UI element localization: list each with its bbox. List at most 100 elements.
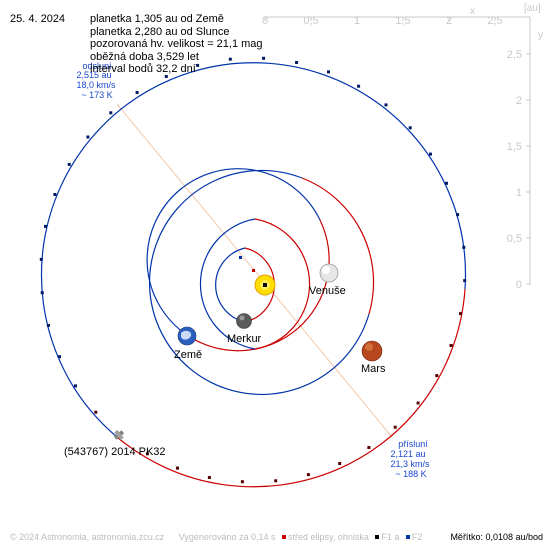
asteroid-orbit-point	[207, 476, 211, 479]
aphelion-speed: 18,0 km/s	[76, 80, 116, 90]
asteroid-orbit-point	[164, 75, 168, 78]
asteroid-label: (543767) 2014 PK32	[64, 446, 166, 458]
ellipse-center-marker	[252, 269, 255, 272]
legend-f1-square	[375, 535, 380, 540]
asteroid-orbit-point	[306, 473, 310, 477]
asteroid-orbit-point	[367, 446, 371, 449]
asteroid-orbit-point	[46, 323, 50, 327]
venus-orbit-red-arc	[254, 218, 311, 350]
venus-label: Venuše	[309, 285, 346, 297]
aphelion-label: odsluní 2,515 au 18,0 km/s ~ 173 K	[76, 61, 116, 100]
info-line-distance-sun: planetka 2,280 au od Slunce	[90, 26, 230, 38]
asteroid-orbit-point	[176, 466, 179, 470]
focus-f2-marker	[239, 256, 242, 259]
aphelion-title: odsluní	[82, 61, 112, 71]
asteroid-orbit-point	[262, 56, 266, 60]
y-axis-tick-label: 1,5	[507, 141, 522, 153]
y-axis-tick-label: 0,5	[507, 233, 522, 245]
asteroid-orbit-point	[240, 480, 244, 484]
perihelion-distance: 2,121 au	[390, 449, 425, 459]
legend-f1-label: F1 a	[381, 532, 400, 542]
asteroid-orbit-points	[39, 56, 467, 484]
perihelion-speed: 21,3 km/s	[390, 459, 430, 469]
asteroid-orbit-point	[384, 103, 388, 107]
asteroid-orbit-point	[459, 312, 462, 316]
y-axis-tick-label: 2	[516, 95, 522, 107]
asteroid-orbit-point	[416, 401, 420, 405]
asteroid-orbit-point	[109, 111, 113, 115]
asteroid-orbit-point	[39, 257, 43, 261]
mercury-planet	[236, 313, 252, 329]
asteroid-orbit-point	[463, 279, 467, 283]
venus-highlight	[322, 266, 330, 274]
x-axis-tick-label: 1,5	[395, 15, 410, 27]
mars-label: Mars	[361, 363, 386, 375]
asteroid-orbit-point	[408, 126, 412, 130]
mars-orbit-blue-arc	[148, 169, 370, 395]
asteroid-orbit-point	[456, 213, 460, 217]
legend-center-label: střed elipsy, ohniska	[287, 532, 369, 542]
x-axis-letter: x	[470, 6, 475, 17]
asteroid-orbit-point	[462, 245, 466, 249]
date-label: 25. 4. 2024	[10, 13, 66, 25]
info-line-interval: interval bodů 32,2 dní	[90, 63, 196, 75]
mars-planet	[361, 340, 383, 362]
asteroid-orbit-point	[58, 355, 61, 359]
asteroid-orbit-point	[94, 410, 98, 414]
x-axis-tick-label: 2,5	[487, 15, 502, 27]
y-axis-tick-label: 2,5	[507, 49, 522, 61]
perihelion-temperature: ~ 188 K	[395, 469, 426, 479]
x-axis-tick-label: 0,5	[303, 15, 318, 27]
asteroid-orbit-point	[228, 57, 232, 61]
venus-planet	[319, 263, 339, 283]
x-axis-ticks: 0 0,5 1 1,5 2 2,5	[262, 15, 503, 27]
legend-center-square	[281, 535, 286, 540]
sun-focus-marker	[263, 283, 267, 287]
generated-time: Vygenerováno za 0,14 s	[178, 532, 276, 542]
axis-unit-label: [au]	[524, 3, 541, 14]
asteroid-orbit-point	[40, 291, 44, 295]
earth-clouds	[181, 330, 192, 340]
x-axis-tick-label: 0	[262, 15, 268, 27]
mars-orbit-red-arc	[301, 177, 375, 315]
asteroid-orbit-point	[135, 91, 139, 94]
mars-highlight	[365, 343, 373, 351]
asteroid-orbit-point	[393, 425, 397, 429]
asteroid-icon	[113, 429, 125, 441]
earth-orbit-blue-arc	[146, 168, 321, 336]
footer: © 2024 Astronomia, astronomia.zcu.cz Vyg…	[10, 532, 545, 542]
asteroid-orbit-point	[435, 374, 439, 378]
scale-label: Měřítko: 0,0108 au/bod	[450, 532, 543, 542]
asteroid-orbit-point	[53, 193, 57, 196]
x-axis-tick-label: 2	[446, 15, 452, 27]
x-axis-tick-label: 1	[354, 15, 360, 27]
y-axis-letter: y	[538, 30, 543, 41]
asteroid-orbit-point	[74, 384, 77, 388]
asteroid-orbit-red-arc	[116, 288, 466, 488]
venus-orbit-blue-arc	[199, 218, 256, 350]
mercury-orbit-blue-arc	[215, 247, 246, 323]
asteroid-orbit-point	[295, 61, 299, 64]
asteroid-orbit-point	[429, 152, 432, 156]
copyright-link[interactable]: © 2024 Astronomia, astronomia.zcu.cz	[10, 532, 165, 542]
y-axis-ticks: 2,521,510,50	[507, 49, 530, 291]
legend-f2-label: F2	[411, 532, 423, 542]
asteroid-orbit-point	[357, 84, 361, 88]
asteroid-orbit-point	[449, 344, 453, 347]
asteroid-orbit-point	[86, 135, 90, 139]
asteroid-orbit-point	[274, 479, 278, 483]
aphelion-distance: 2,515 au	[76, 70, 111, 80]
asteroid-orbit-point	[67, 162, 71, 166]
aphelion-temperature: ~ 173 K	[81, 90, 112, 100]
asteroid-orbit-point	[338, 462, 342, 465]
perihelion-title: přísluní	[398, 439, 428, 449]
info-line-period: oběžná doba 3,529 let	[90, 51, 199, 63]
perihelion-label: přísluní 2,121 au 21,3 km/s ~ 188 K	[390, 439, 430, 479]
asteroid-orbit-point	[445, 181, 448, 185]
earth-orbit-red-arc	[186, 219, 330, 352]
mercury-label: Merkur	[227, 333, 262, 345]
y-axis-tick-label: 0	[516, 279, 522, 291]
info-line-magnitude: pozorovaná hv. velikost = 21,1 mag	[90, 38, 263, 50]
mercury-highlight	[239, 315, 245, 321]
